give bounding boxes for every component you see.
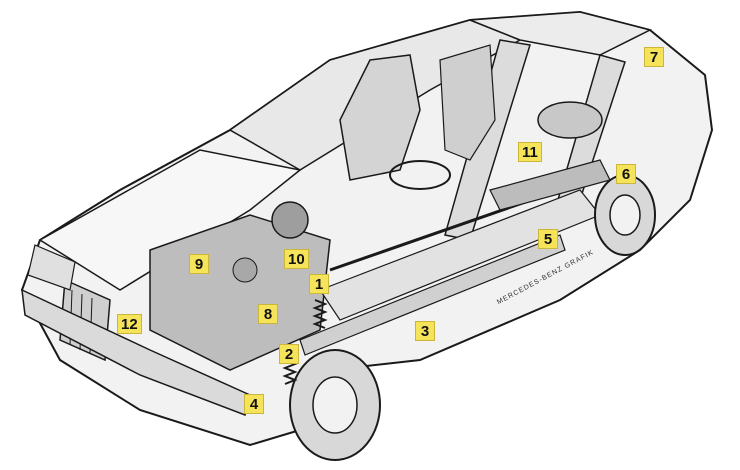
front-spring-left: [282, 359, 298, 385]
front-bumper: [21, 288, 251, 417]
engine-pulley: [271, 201, 309, 239]
engine-pulley-2: [232, 257, 258, 283]
front-seat: [339, 54, 421, 181]
callout-7: 7: [644, 47, 664, 67]
callout-2: 2: [279, 344, 299, 364]
hood-line: [38, 149, 302, 291]
callout-1: 1: [309, 274, 329, 294]
front-spring: [312, 299, 328, 329]
callout-11: 11: [518, 142, 542, 162]
headlight: [27, 244, 76, 291]
callout-4: 4: [244, 394, 264, 414]
callout-9: 9: [189, 254, 209, 274]
callout-10: 10: [284, 249, 309, 269]
roof-rail: [469, 11, 653, 56]
spare-wheel: [537, 101, 603, 139]
callout-3: 3: [415, 321, 435, 341]
callout-12: 12: [117, 314, 142, 334]
rear-seat: [439, 44, 496, 161]
callout-6: 6: [616, 164, 636, 184]
rear-wheel-hub: [609, 194, 641, 236]
steering-wheel: [389, 160, 451, 190]
callout-8: 8: [258, 304, 278, 324]
front-wheel-hub: [312, 376, 358, 434]
callout-5: 5: [538, 229, 558, 249]
door-sill: [299, 234, 566, 356]
